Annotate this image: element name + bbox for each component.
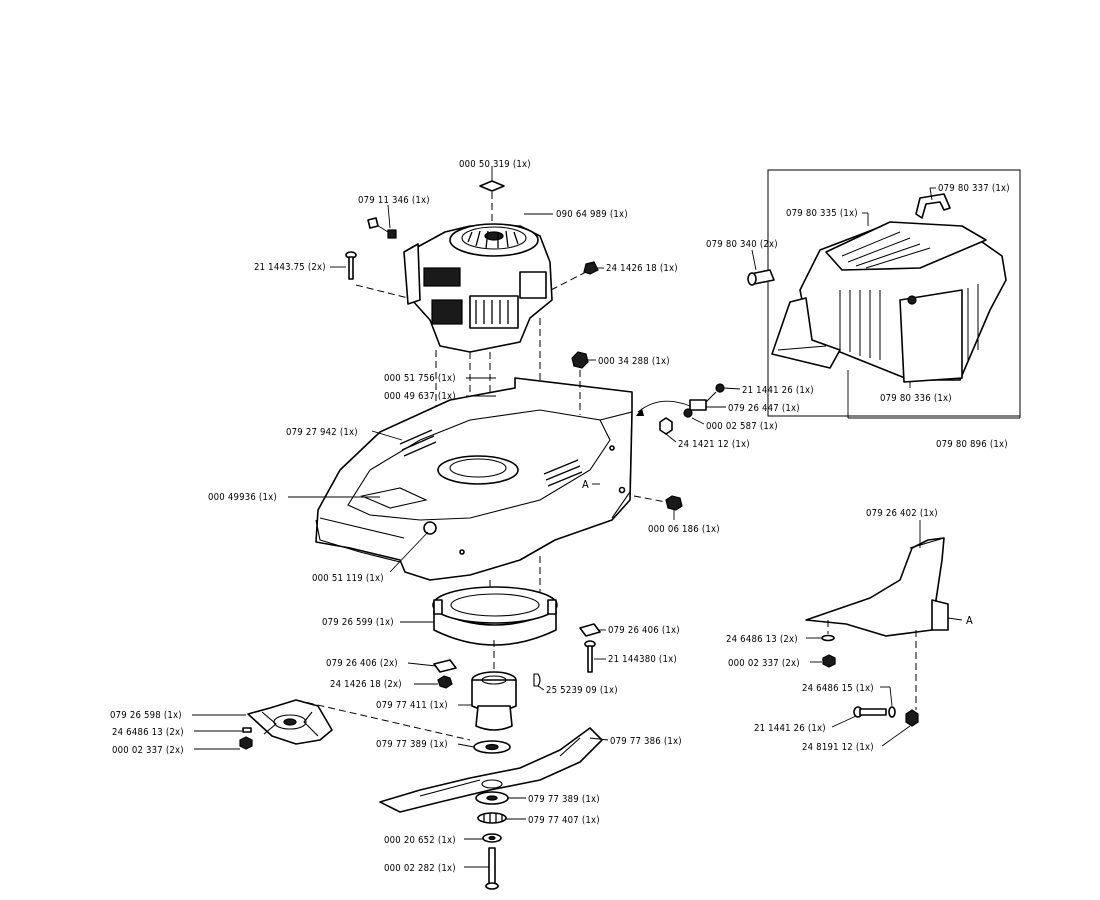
label-079-26-406-right: 079 26 406 (1x) <box>608 625 680 636</box>
grass-catcher <box>747 169 1021 418</box>
label-24-6486-13-right: 24 6486 13 (2x) <box>726 634 798 645</box>
label-000-51-756: 000 51 756 (1x) <box>384 373 456 384</box>
label-21-1441-26-bottom: 21 1441 26 (1x) <box>754 723 826 734</box>
label-21-144380: 21 144380 (1x) <box>608 654 677 665</box>
label-079-80-896: 079 80 896 (1x) <box>936 439 1008 450</box>
label-21-1441-26-top: 21 1441 26 (1x) <box>742 385 814 396</box>
label-079-80-340: 079 80 340 (2x) <box>706 239 778 250</box>
label-079-26-402: 079 26 402 (1x) <box>866 508 938 519</box>
mower-deck-housing: A <box>315 351 683 598</box>
label-000-02-337-left: 000 02 337 (2x) <box>112 745 184 756</box>
label-079-77-407: 079 77 407 (1x) <box>528 815 600 826</box>
marker-a-deflector: A <box>966 614 973 627</box>
motor-collar <box>432 586 601 689</box>
label-079-77-411: 079 77 411 (1x) <box>376 700 448 711</box>
label-090-64-989: 090 64 989 (1x) <box>556 209 628 220</box>
label-079-77-389-bottom: 079 77 389 (1x) <box>528 794 600 805</box>
label-000-02-587: 000 02 587 (1x) <box>706 421 778 432</box>
label-079-80-337: 079 80 337 (1x) <box>938 183 1010 194</box>
label-079-80-336: 079 80 336 (1x) <box>880 393 952 404</box>
label-000-49-637: 000 49 637 (1x) <box>384 391 456 402</box>
label-24-6486-13-left: 24 6486 13 (2x) <box>112 727 184 738</box>
label-000-02-282: 000 02 282 (1x) <box>384 863 456 874</box>
label-25-5239-09: 25 5239 09 (1x) <box>546 685 618 696</box>
label-079-27-942: 079 27 942 (1x) <box>286 427 358 438</box>
label-079-26-447: 079 26 447 (1x) <box>728 403 800 414</box>
label-079-77-386: 079 77 386 (1x) <box>610 736 682 747</box>
label-079-77-389-top: 079 77 389 (1x) <box>376 739 448 750</box>
flap-hinge-parts <box>636 383 725 435</box>
label-000-51-119: 000 51 119 (1x) <box>312 573 384 584</box>
label-079-80-335: 079 80 335 (1x) <box>786 208 858 219</box>
label-079-26-598: 079 26 598 (1x) <box>110 710 182 721</box>
label-000-50-319: 000 50 319 (1x) <box>459 159 531 170</box>
label-24-6486-15: 24 6486 15 (1x) <box>802 683 874 694</box>
blade-assembly <box>379 640 603 890</box>
label-000-06-186: 000 06 186 (1x) <box>648 524 720 535</box>
mulching-plate <box>239 699 471 750</box>
side-deflector: A <box>805 537 973 727</box>
label-079-26-599: 079 26 599 (1x) <box>322 617 394 628</box>
marker-a-housing: A <box>582 478 589 491</box>
label-24-8191-12: 24 8191 12 (1x) <box>802 742 874 753</box>
part-labels: 000 50 319 (1x) 079 11 346 (1x) 090 64 9… <box>110 159 1021 874</box>
label-24-1426-18-2x: 24 1426 18 (2x) <box>330 679 402 690</box>
label-000-02-337-right: 000 02 337 (2x) <box>728 658 800 669</box>
label-24-1421-12: 24 1421 12 (1x) <box>678 439 750 450</box>
label-000-34-288: 000 34 288 (1x) <box>598 356 670 367</box>
label-079-11-346: 079 11 346 (1x) <box>358 195 430 206</box>
label-000-49936: 000 49936 (1x) <box>208 492 277 503</box>
label-24-1426-18-top: 24 1426 18 (1x) <box>606 263 678 274</box>
label-079-26-406-left: 079 26 406 (2x) <box>326 658 398 669</box>
label-21-1443-75: 21 1443.75 (2x) <box>254 262 326 273</box>
label-000-20-652: 000 20 652 (1x) <box>384 835 456 846</box>
